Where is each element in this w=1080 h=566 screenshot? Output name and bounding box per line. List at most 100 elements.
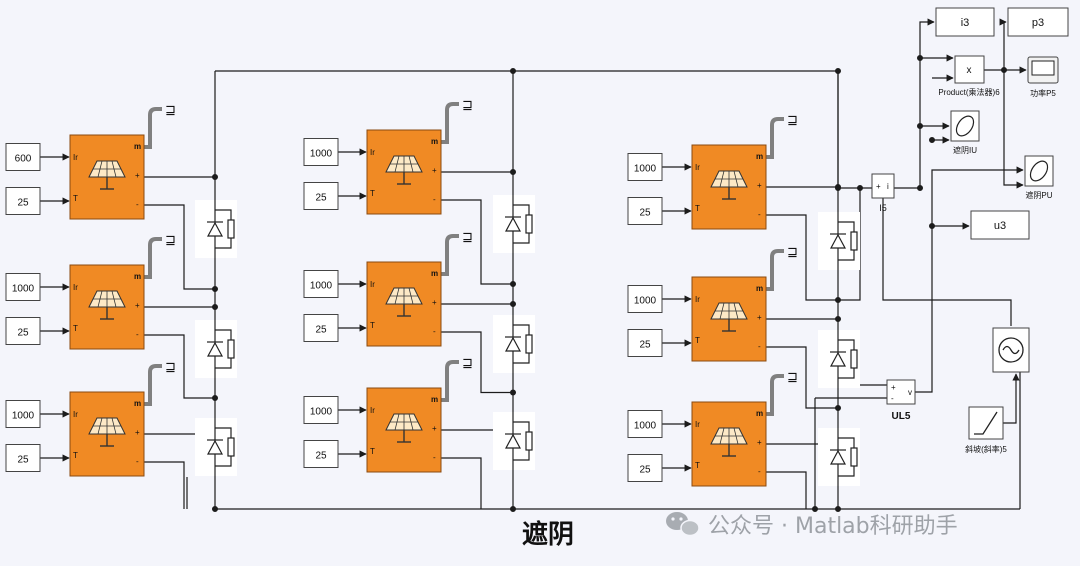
irradiance-constant-2-2[interactable]: 1000 [303,270,339,298]
constant-block-body[interactable] [5,187,41,215]
goto-tag-1-3[interactable]: ⊒ [165,359,176,374]
goto-u3[interactable]: u3 [970,210,1030,240]
bypass-diode-3-2[interactable] [818,330,860,388]
scope-power[interactable]: 功率P5 [1027,56,1059,98]
watermark-text: 公众号 · Matlab科研助手 [708,514,958,539]
goto-tag-icon: ⊒ [787,244,798,259]
irradiance-constant-3-1[interactable]: 1000 [627,153,663,181]
irradiance-constant-2-1[interactable]: 1000 [303,138,339,166]
ramp-block[interactable]: 斜坡(斜率)5 [965,406,1007,454]
wire-to-source [882,198,1012,326]
ramp-icon [974,411,998,435]
current-sensor[interactable]: +iI5 [871,173,895,213]
xy-graph-pu-body[interactable] [1024,155,1054,187]
solar-panel-icon [385,287,423,317]
goto-p3-body[interactable] [1007,7,1069,37]
xy-graph-pu[interactable]: 遮阴PU [1024,155,1054,200]
goto-u3-body[interactable] [970,210,1030,240]
constant-value: 25 [639,465,651,476]
constant-block-body[interactable] [303,138,339,166]
pv-port-minus: - [433,195,436,204]
goto-p3[interactable]: p3 [1007,7,1069,37]
goto-i3-body[interactable] [935,7,995,37]
goto-tag-1-1[interactable]: ⊒ [165,102,176,117]
goto-tag-2-1[interactable]: ⊒ [462,97,473,112]
constant-block-body[interactable] [303,396,339,424]
temperature-constant-1-3[interactable]: 25 [5,444,41,472]
goto-tag-2-3[interactable]: ⊒ [462,355,473,370]
goto-tag-icon: ⊒ [462,229,473,244]
bypass-diode-2-2[interactable] [493,315,535,373]
wire-m-bus [766,249,784,291]
current-sensor-label: I5 [879,203,887,213]
constant-block-body[interactable] [5,317,41,345]
current-sensor-body[interactable] [871,173,895,199]
irradiance-constant-3-2[interactable]: 1000 [627,285,663,313]
goto-tag-1-2[interactable]: ⊒ [165,232,176,247]
goto-tag-3-2[interactable]: ⊒ [787,244,798,259]
constant-block-body[interactable] [627,454,663,482]
constant-block-body[interactable] [627,329,663,357]
temperature-constant-2-1[interactable]: 25 [303,182,339,210]
bypass-diode-2-1[interactable] [493,195,535,253]
constant-block-body[interactable] [5,273,41,301]
pv-port-plus: + [135,301,140,310]
irradiance-constant-1-2[interactable]: 1000 [5,273,41,301]
product-block-body[interactable] [954,55,985,84]
constant-block-body[interactable] [627,197,663,225]
constant-block-body[interactable] [627,285,663,313]
constant-block-body[interactable] [627,410,663,438]
xy-graph-iu-body[interactable] [950,110,980,142]
goto-p3-label: p3 [1032,17,1044,29]
goto-tag-2-2[interactable]: ⊒ [462,229,473,244]
constant-block-body[interactable] [5,400,41,428]
irradiance-constant-3-3[interactable]: 1000 [627,410,663,438]
temperature-constant-2-2[interactable]: 25 [303,314,339,342]
goto-tag-3-1[interactable]: ⊒ [787,112,798,127]
temperature-constant-1-2[interactable]: 25 [5,317,41,345]
voltage-sensor-body[interactable] [886,379,916,405]
wire-m-bus [144,237,162,279]
constant-block-body[interactable] [5,143,41,171]
goto-i3[interactable]: i3 [935,7,995,37]
diode-triangle [206,439,224,455]
controlled-source[interactable] [992,327,1030,373]
temperature-constant-3-2[interactable]: 25 [627,329,663,357]
bypass-diode-2-3[interactable] [493,412,535,470]
irradiance-constant-1-3[interactable]: 1000 [5,400,41,428]
temperature-constant-3-3[interactable]: 25 [627,454,663,482]
bypass-diode-1-3[interactable] [195,418,237,476]
xy-graph-iu[interactable]: 遮阴IU [950,110,980,155]
voltage-sensor-minus: - [891,394,894,403]
bypass-diode-1-1[interactable] [195,200,237,258]
bypass-diode-3-1[interactable] [818,212,860,270]
temperature-constant-3-1[interactable]: 25 [627,197,663,225]
constant-block-body[interactable] [303,182,339,210]
bypass-diode-3-3[interactable] [818,428,860,486]
temperature-constant-2-3[interactable]: 25 [303,440,339,468]
goto-tag-icon: ⊒ [787,112,798,127]
constant-block-body[interactable] [5,444,41,472]
constant-block-body[interactable] [303,440,339,468]
constant-block-body[interactable] [303,314,339,342]
constant-block-body[interactable] [303,270,339,298]
temperature-constant-1-1[interactable]: 25 [5,187,41,215]
constant-value: 25 [315,193,327,204]
constant-block-body[interactable] [627,153,663,181]
constant-value: 25 [315,325,327,336]
bypass-diode-1-2[interactable] [195,320,237,378]
irradiance-constant-1-1[interactable]: 600 [5,143,41,171]
irradiance-constant-2-3[interactable]: 1000 [303,396,339,424]
goto-tag-3-3[interactable]: ⊒ [787,369,798,384]
